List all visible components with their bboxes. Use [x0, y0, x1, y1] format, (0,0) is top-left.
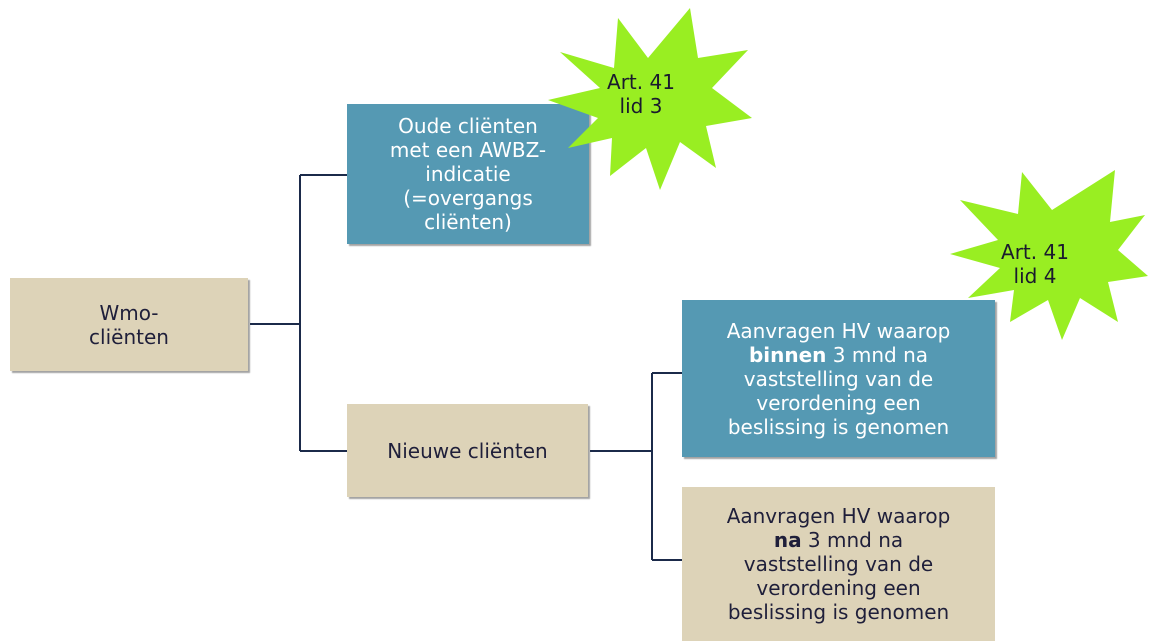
within-text-bold: binnen	[748, 342, 827, 367]
node-after-3-months-label: Aanvragen HV waarop na 3 mnd na vaststel…	[727, 504, 951, 624]
connectors	[250, 174, 682, 561]
node-after-3-months: Aanvragen HV waarop na 3 mnd na vaststel…	[682, 487, 995, 641]
node-wmo-clients: Wmo- cliënten	[10, 278, 248, 371]
starburst-art41-lid3-label: Art. 41 lid 3	[607, 70, 675, 118]
within-text-pre: Aanvragen HV waarop	[726, 318, 951, 343]
node-new-clients: Nieuwe cliënten	[347, 404, 588, 497]
node-old-clients: Oude cliënten met een AWBZ- indicatie (=…	[347, 104, 589, 244]
node-old-clients-label: Oude cliënten met een AWBZ- indicatie (=…	[389, 114, 547, 234]
starburst-art41-lid4-label: Art. 41 lid 4	[1001, 240, 1069, 288]
after-text-pre: Aanvragen HV waarop	[726, 504, 951, 528]
node-wmo-clients-label: Wmo- cliënten	[89, 300, 169, 349]
within-text-post: 3 mnd na vaststelling van de verordening…	[727, 342, 950, 439]
after-text-bold: na	[773, 528, 802, 552]
node-within-3-months: Aanvragen HV waarop binnen 3 mnd na vast…	[682, 300, 995, 457]
starburst-art41-lid4	[950, 170, 1148, 340]
after-text-post: 3 mnd na vaststelling van de verordening…	[727, 528, 950, 624]
node-new-clients-label: Nieuwe cliënten	[387, 438, 548, 463]
starburst-art41-lid3	[548, 8, 752, 190]
node-within-3-months-label: Aanvragen HV waarop binnen 3 mnd na vast…	[727, 319, 951, 439]
